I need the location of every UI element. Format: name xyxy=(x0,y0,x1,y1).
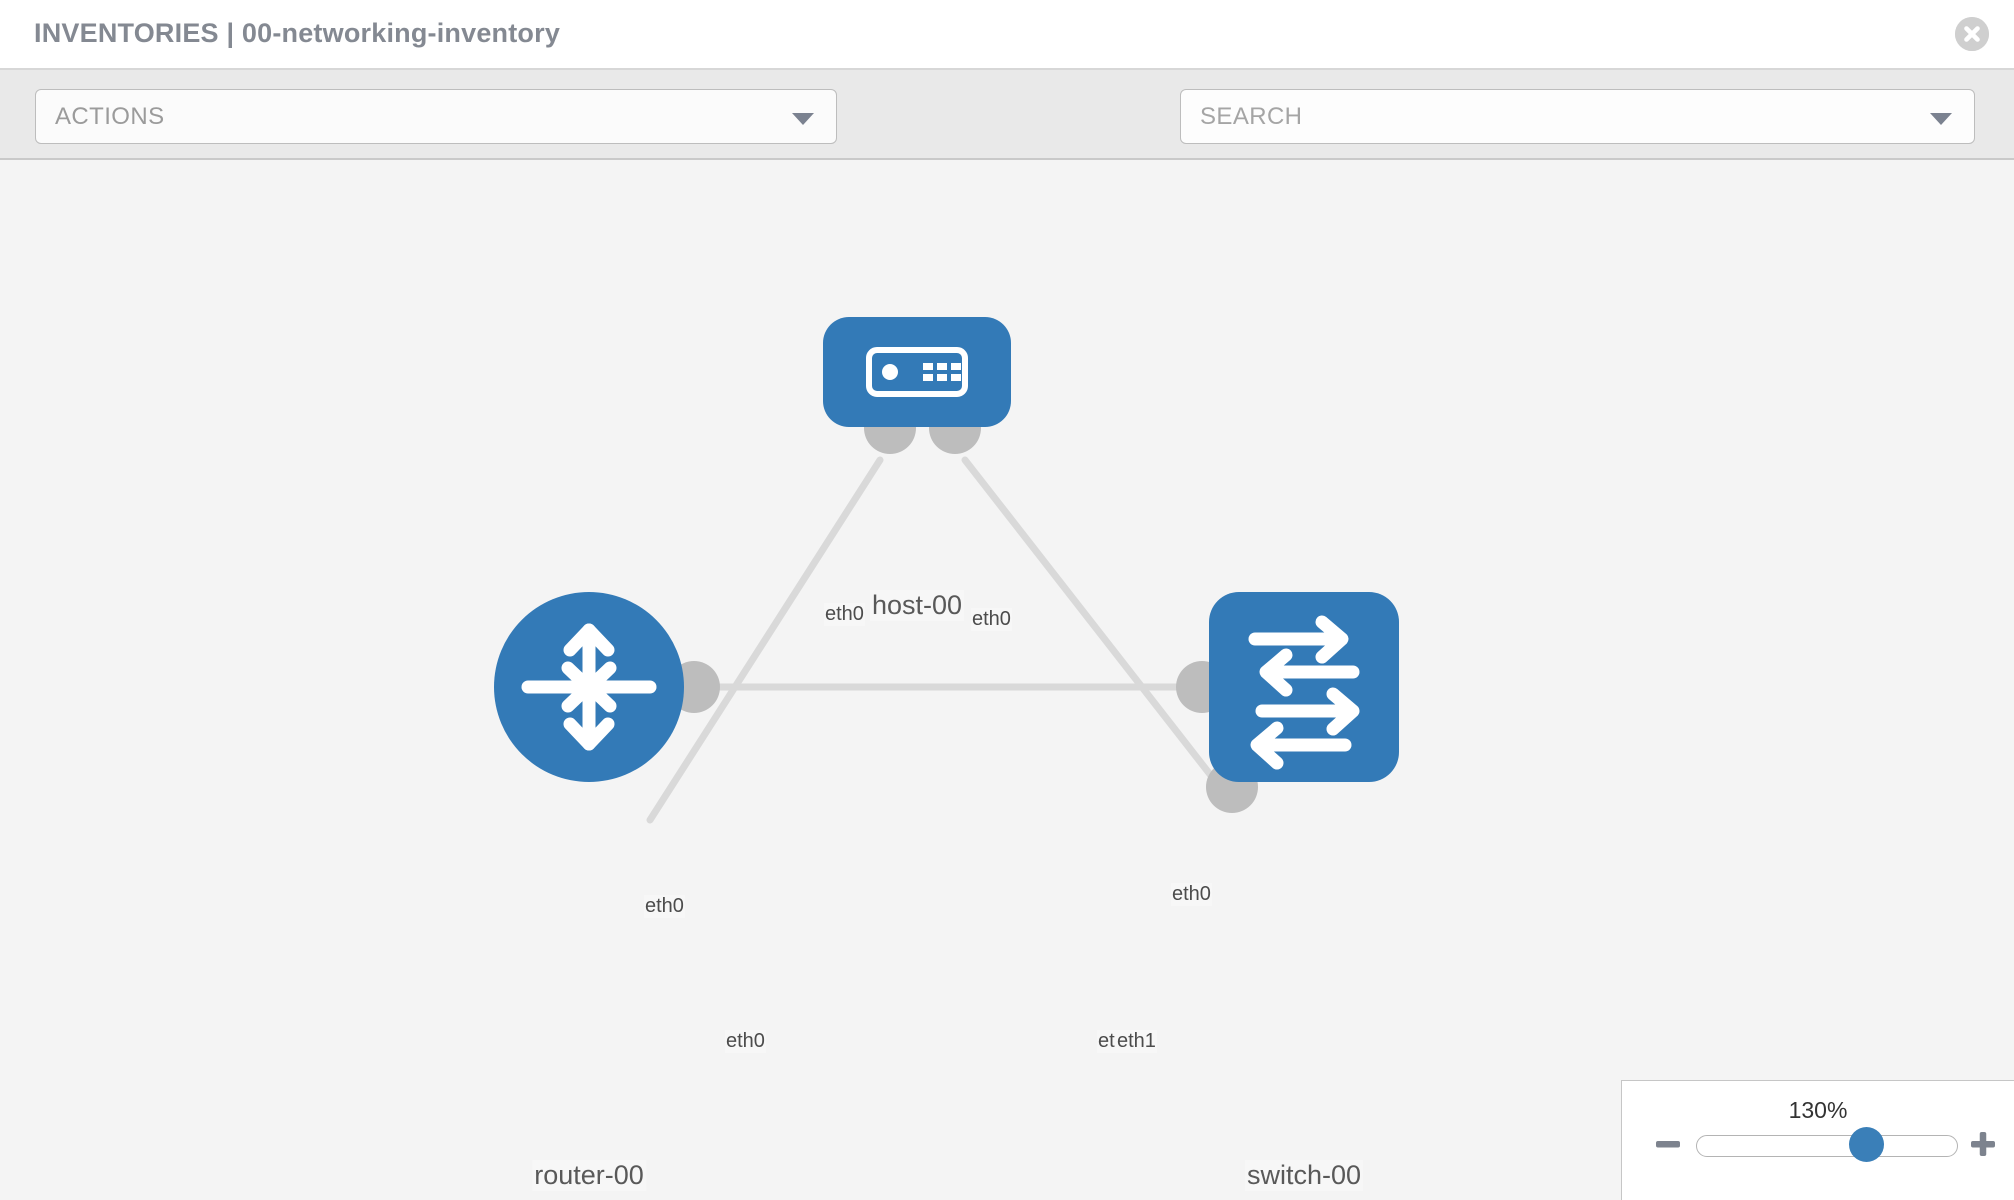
minus-icon[interactable] xyxy=(1653,1129,1683,1159)
plus-icon[interactable] xyxy=(1968,1129,1998,1159)
actions-dropdown[interactable]: ACTIONS xyxy=(35,89,837,144)
toolbar: ACTIONS SEARCH xyxy=(0,70,2014,203)
interface-label: eth0 xyxy=(1171,883,1212,906)
node-switch-00 xyxy=(1209,592,1399,782)
node-router-00 xyxy=(494,592,684,782)
node-label-host: host-00 xyxy=(869,590,965,621)
interface-label: eth0 xyxy=(644,895,685,918)
page-title: INVENTORIES | 00-networking-inventory xyxy=(34,18,561,48)
link-host-router xyxy=(646,456,884,824)
zoom-level-value: 130% xyxy=(1788,1097,1848,1123)
topology-canvas[interactable]: eth0 eth0 eth0 eth0 eth0 eth eth1 host-0… xyxy=(0,160,2014,1200)
zoom-slider-track[interactable] xyxy=(1696,1135,1958,1157)
page-header: INVENTORIES | 00-networking-inventory xyxy=(0,0,2014,70)
search-input[interactable]: SEARCH xyxy=(1180,89,1975,144)
interface-label: eth0 xyxy=(824,603,865,626)
interface-label: eth0 xyxy=(725,1030,766,1053)
chevron-down-icon[interactable] xyxy=(1930,113,1952,125)
interface-label: eth0 xyxy=(971,608,1012,631)
chevron-down-icon xyxy=(792,113,814,125)
actions-dropdown-label: ACTIONS xyxy=(55,103,165,130)
node-host-00 xyxy=(823,317,1011,427)
zoom-slider-thumb[interactable] xyxy=(1849,1127,1884,1162)
close-icon[interactable] xyxy=(1955,17,1989,51)
topology-links xyxy=(646,456,1234,824)
interface-label: eth1 xyxy=(1116,1030,1157,1053)
node-label-router: router-00 xyxy=(532,1160,646,1191)
node-label-switch: switch-00 xyxy=(1244,1160,1364,1191)
zoom-control-panel: 130% xyxy=(1621,1080,2014,1200)
link-host-switch xyxy=(961,456,1234,804)
search-placeholder: SEARCH xyxy=(1200,103,1303,130)
